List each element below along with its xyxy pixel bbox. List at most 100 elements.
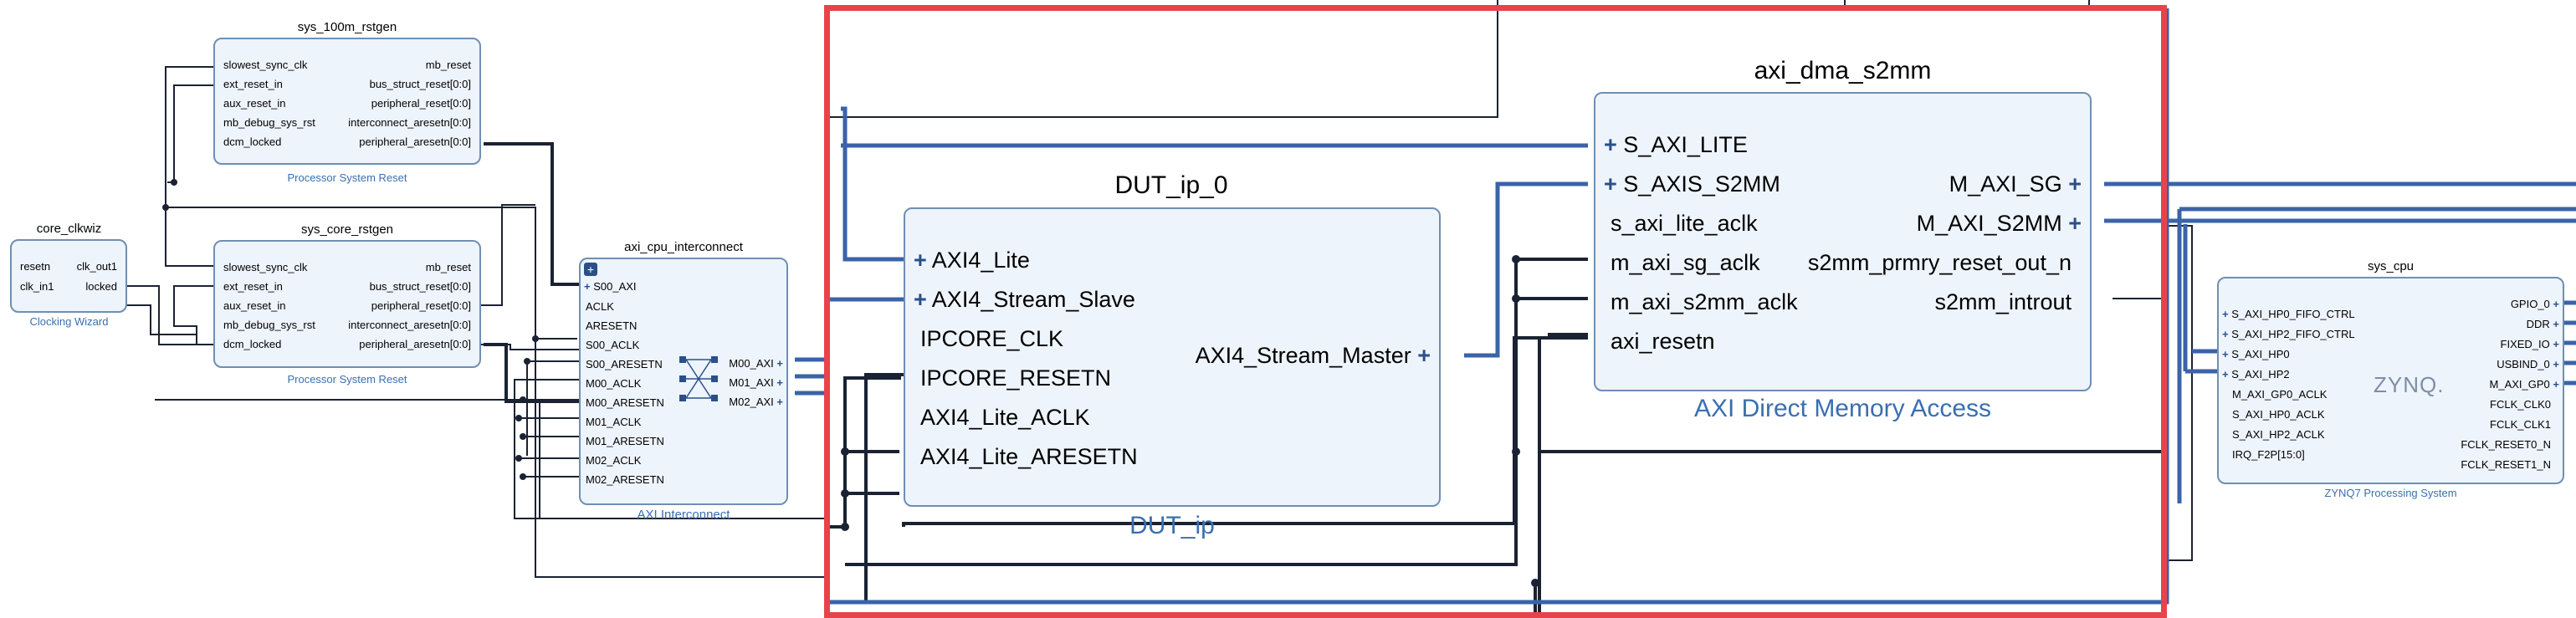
- sys-cpu-port-m-axi-gp0[interactable]: M_AXI_GP0 +: [2490, 379, 2559, 390]
- sys-core-port-mb-debug-sys-rst[interactable]: mb_debug_sys_rst: [223, 319, 315, 331]
- dma-port-s-axi-lite[interactable]: + S_AXI_LITE: [1604, 134, 1748, 156]
- sys-cpu-port-fclk-clk0[interactable]: FCLK_CLK0: [2490, 398, 2551, 411]
- interconnect-port-m01-axi[interactable]: M01_AXI +: [729, 377, 783, 388]
- sys-cpu-port-fclk-clk1[interactable]: FCLK_CLK1: [2490, 418, 2551, 431]
- plus-icon[interactable]: +: [2222, 308, 2229, 320]
- sys-core-port-mb-reset[interactable]: mb_reset: [425, 261, 471, 273]
- core-clkwiz-port-clk-out1[interactable]: clk_out1: [76, 260, 117, 273]
- dma-block[interactable]: + S_AXI_LITE + S_AXIS_S2MM s_axi_lite_ac…: [1594, 92, 2092, 391]
- sys-core-port-peripheral-reset[interactable]: peripheral_reset[0:0]: [371, 299, 471, 312]
- sys-cpu-port-s-axi-hp2-aclk[interactable]: S_AXI_HP2_ACLK: [2232, 428, 2325, 441]
- dma-port-s2mm-prmry-reset-out-n[interactable]: s2mm_prmry_reset_out_n: [1807, 250, 2072, 275]
- plus-icon[interactable]: +: [1604, 171, 1617, 197]
- sys-core-port-peripheral-aresetn[interactable]: peripheral_aresetn[0:0]: [359, 338, 471, 350]
- sys-cpu-port-s-axi-hp2[interactable]: + S_AXI_HP2: [2222, 369, 2290, 380]
- dut-port-axi4-lite[interactable]: + AXI4_Lite: [914, 249, 1030, 272]
- sys-cpu-port-m-axi-gp0-aclk[interactable]: M_AXI_GP0_ACLK: [2232, 388, 2328, 401]
- sys-100m-port-mb-reset[interactable]: mb_reset: [425, 59, 471, 71]
- interconnect-port-m00-axi[interactable]: M00_AXI +: [729, 358, 783, 369]
- interconnect-port-aclk[interactable]: ACLK: [586, 300, 614, 313]
- dma-port-m-axi-s2mm-aclk[interactable]: m_axi_s2mm_aclk: [1611, 289, 1798, 314]
- axi-cpu-interconnect-block[interactable]: + + S00_AXI ACLK ARESETN S00_ACLK S00_AR…: [579, 258, 788, 505]
- sys-100m-port-ext-reset-in[interactable]: ext_reset_in: [223, 78, 283, 90]
- sys-100m-rstgen-block[interactable]: slowest_sync_clk ext_reset_in aux_reset_…: [213, 38, 481, 165]
- plus-icon[interactable]: +: [2068, 211, 2082, 236]
- interconnect-port-m01-aresetn[interactable]: M01_ARESETN: [586, 435, 664, 447]
- dut-port-axi4-lite-aresetn[interactable]: AXI4_Lite_ARESETN: [920, 444, 1138, 469]
- dma-port-m-axi-sg[interactable]: M_AXI_SG +: [1949, 173, 2082, 196]
- plus-icon[interactable]: +: [776, 376, 783, 389]
- sys-cpu-port-usbind-0[interactable]: USBIND_0 +: [2497, 359, 2559, 370]
- interconnect-port-m02-aclk[interactable]: M02_ACLK: [586, 454, 642, 467]
- plus-icon[interactable]: +: [2222, 348, 2229, 360]
- sys-core-port-ext-reset-in[interactable]: ext_reset_in: [223, 280, 283, 293]
- sys-core-port-bus-struct-reset[interactable]: bus_struct_reset[0:0]: [369, 280, 471, 293]
- dma-port-s-axi-lite-aclk[interactable]: s_axi_lite_aclk: [1611, 211, 1758, 236]
- sys-core-rstgen-block[interactable]: slowest_sync_clk ext_reset_in aux_reset_…: [213, 240, 481, 368]
- interconnect-port-m02-aresetn[interactable]: M02_ARESETN: [586, 473, 664, 486]
- dma-port-m-axi-sg-aclk[interactable]: m_axi_sg_aclk: [1611, 250, 1760, 275]
- plus-icon[interactable]: +: [1604, 132, 1617, 157]
- sys-100m-port-slowest-sync-clk[interactable]: slowest_sync_clk: [223, 59, 308, 71]
- dut-port-axi4-stream-slave[interactable]: + AXI4_Stream_Slave: [914, 289, 1135, 311]
- sys-100m-port-interconnect-aresetn[interactable]: interconnect_aresetn[0:0]: [348, 116, 471, 129]
- dut-port-ipcore-resetn[interactable]: IPCORE_RESETN: [920, 365, 1112, 391]
- plus-icon[interactable]: +: [914, 287, 927, 312]
- core-clkwiz-port-locked[interactable]: locked: [85, 280, 117, 293]
- sys-cpu-block[interactable]: + S_AXI_HP0_FIFO_CTRL + S_AXI_HP2_FIFO_C…: [2217, 277, 2564, 484]
- sys-core-port-interconnect-aresetn[interactable]: interconnect_aresetn[0:0]: [348, 319, 471, 331]
- sys-cpu-port-s-axi-hp0-aclk[interactable]: S_AXI_HP0_ACLK: [2232, 408, 2325, 421]
- interconnect-port-m00-aresetn[interactable]: M00_ARESETN: [586, 396, 664, 409]
- dut-port-ipcore-clk[interactable]: IPCORE_CLK: [920, 326, 1064, 351]
- sys-core-port-dcm-locked[interactable]: dcm_locked: [223, 338, 282, 350]
- interconnect-port-s00-axi[interactable]: + S00_AXI: [584, 281, 637, 292]
- sys-core-port-aux-reset-in[interactable]: aux_reset_in: [223, 299, 286, 312]
- dut-port-axi4-stream-master[interactable]: AXI4_Stream_Master +: [1196, 345, 1431, 367]
- dma-port-s-axis-s2mm[interactable]: + S_AXIS_S2MM: [1604, 173, 1780, 196]
- interconnect-port-aresetn[interactable]: ARESETN: [586, 319, 638, 332]
- interconnect-port-m00-aclk[interactable]: M00_ACLK: [586, 377, 642, 390]
- plus-icon[interactable]: +: [2553, 378, 2559, 391]
- core-clkwiz-port-resetn[interactable]: resetn: [20, 260, 51, 273]
- expand-icon[interactable]: +: [584, 263, 597, 276]
- plus-icon[interactable]: +: [2222, 328, 2229, 340]
- plus-icon[interactable]: +: [2553, 298, 2559, 310]
- sys-cpu-port-gpio-0[interactable]: GPIO_0 +: [2511, 299, 2559, 309]
- sys-cpu-port-irq-f2p[interactable]: IRQ_F2P[15:0]: [2232, 448, 2305, 461]
- sys-cpu-port-s-axi-hp0-fifo-ctrl[interactable]: + S_AXI_HP0_FIFO_CTRL: [2222, 309, 2355, 319]
- sys-100m-port-peripheral-aresetn[interactable]: peripheral_aresetn[0:0]: [359, 135, 471, 148]
- dma-port-s2mm-introut[interactable]: s2mm_introut: [1934, 289, 2072, 314]
- plus-icon[interactable]: +: [2222, 368, 2229, 381]
- plus-icon[interactable]: +: [914, 248, 927, 273]
- dut-block[interactable]: + AXI4_Lite + AXI4_Stream_Slave IPCORE_C…: [904, 207, 1441, 507]
- dut-port-axi4-lite-aclk[interactable]: AXI4_Lite_ACLK: [920, 405, 1090, 430]
- sys-100m-port-bus-struct-reset[interactable]: bus_struct_reset[0:0]: [369, 78, 471, 90]
- dma-port-axi-resetn[interactable]: axi_resetn: [1611, 329, 1715, 354]
- sys-100m-port-aux-reset-in[interactable]: aux_reset_in: [223, 97, 286, 110]
- plus-icon[interactable]: +: [2553, 318, 2559, 330]
- plus-icon[interactable]: +: [584, 280, 591, 293]
- plus-icon[interactable]: +: [2553, 338, 2559, 350]
- sys-cpu-port-fclk-reset0-n[interactable]: FCLK_RESET0_N: [2461, 438, 2551, 451]
- plus-icon[interactable]: +: [1417, 343, 1431, 368]
- sys-100m-port-dcm-locked[interactable]: dcm_locked: [223, 135, 282, 148]
- sys-100m-port-peripheral-reset[interactable]: peripheral_reset[0:0]: [371, 97, 471, 110]
- interconnect-port-s00-aclk[interactable]: S00_ACLK: [586, 339, 640, 351]
- sys-cpu-port-fclk-reset1-n[interactable]: FCLK_RESET1_N: [2461, 458, 2551, 471]
- sys-cpu-port-s-axi-hp0[interactable]: + S_AXI_HP0: [2222, 349, 2290, 360]
- sys-cpu-port-fixed-io[interactable]: FIXED_IO +: [2501, 339, 2559, 350]
- core-clkwiz-block[interactable]: resetn clk_in1 clk_out1 locked: [10, 239, 127, 313]
- sys-cpu-port-ddr[interactable]: DDR +: [2527, 319, 2559, 329]
- sys-100m-port-mb-debug-sys-rst[interactable]: mb_debug_sys_rst: [223, 116, 315, 129]
- plus-icon[interactable]: +: [2068, 171, 2082, 197]
- plus-icon[interactable]: +: [2553, 358, 2559, 370]
- sys-core-port-slowest-sync-clk[interactable]: slowest_sync_clk: [223, 261, 308, 273]
- interconnect-port-m02-axi[interactable]: M02_AXI +: [729, 396, 783, 407]
- sys-cpu-port-s-axi-hp2-fifo-ctrl[interactable]: + S_AXI_HP2_FIFO_CTRL: [2222, 329, 2355, 340]
- dma-port-m-axi-s2mm[interactable]: M_AXI_S2MM +: [1917, 212, 2082, 235]
- plus-icon[interactable]: +: [776, 396, 783, 408]
- interconnect-port-m01-aclk[interactable]: M01_ACLK: [586, 416, 642, 428]
- interconnect-port-s00-aresetn[interactable]: S00_ARESETN: [586, 358, 663, 370]
- plus-icon[interactable]: +: [776, 357, 783, 370]
- core-clkwiz-port-clk-in1[interactable]: clk_in1: [20, 280, 54, 293]
